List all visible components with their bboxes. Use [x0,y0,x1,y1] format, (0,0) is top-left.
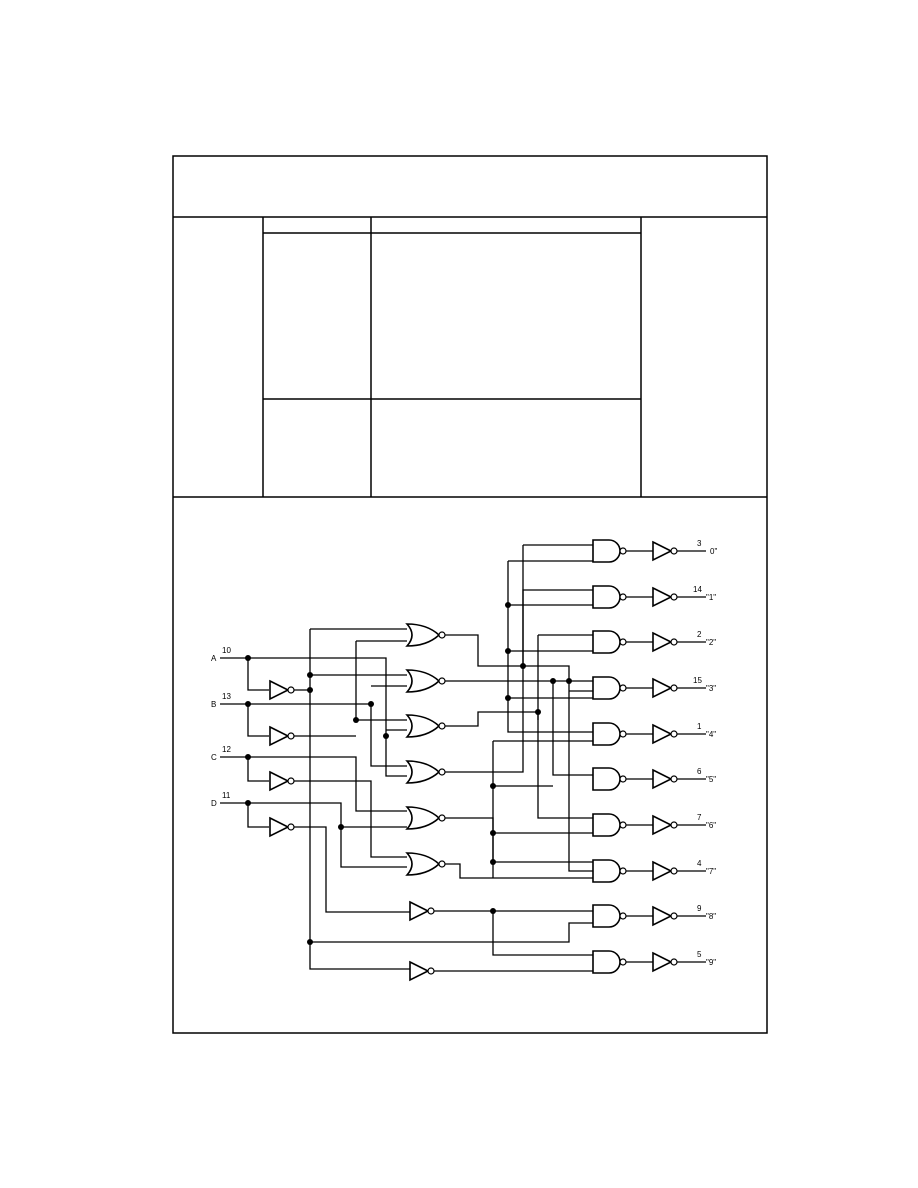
output-inverter-4-icon [652,724,678,744]
nand-gate-7-icon [592,859,627,883]
nand-gate-4-icon [592,722,627,746]
output-3-pin: 15 [693,676,702,685]
output-inverter-7-icon [652,861,678,881]
nand-gate-5-icon [592,767,627,791]
output-inverter-8-icon [652,906,678,926]
output-inverter-6-icon [652,815,678,835]
input-a-letter: A [211,654,217,663]
input-labels: A 10 B 13 C 12 D 11 [211,646,231,808]
nand-gate-0-icon [592,539,627,563]
nor-gate-3-icon [406,714,446,738]
junction-dots [245,602,572,945]
inverter-d-icon [269,817,295,837]
output-2-label: "2" [706,638,716,647]
inverter-a-icon [269,680,295,700]
output-5-pin: 6 [697,767,702,776]
inverter-c-icon [269,771,295,791]
output-7-pin: 4 [697,859,702,868]
nor-gate-1-icon [406,623,446,647]
output-9-pin: 5 [697,950,702,959]
nor-gates [406,623,446,876]
wiring [220,544,593,972]
nor-gate-4-icon [406,760,446,784]
output-7-label: "7" [706,867,716,876]
output-4-label: "4" [706,730,716,739]
output-inverters [626,541,706,972]
input-a-pin: 10 [222,646,231,655]
lower-inverters [409,901,435,981]
output-2-pin: 2 [697,630,702,639]
output-inverter-5-icon [652,769,678,789]
output-inverter-1-icon [652,587,678,607]
input-d-letter: D [211,799,217,808]
output-8-label: "8" [706,912,716,921]
nor-gate-2-icon [406,669,446,693]
output-inverter-0-icon [652,541,678,561]
nand-gate-2-icon [592,630,627,654]
output-labels: 3 0" 14 "1" 2 "2" 15 "3" 1 "4" 6 "5" 7 "… [693,539,717,967]
nand-gate-8-icon [592,904,627,928]
output-6-pin: 7 [697,813,702,822]
output-9-label: "9" [706,958,716,967]
input-c-letter: C [211,753,217,762]
output-1-label: "1" [706,593,716,602]
input-b-pin: 13 [222,692,231,701]
output-inverter-3-icon [652,678,678,698]
output-8-pin: 9 [697,904,702,913]
nand-gate-9-icon [592,950,627,974]
nand-gates [592,539,627,974]
nor-gate-6-icon [406,852,446,876]
input-c-pin: 12 [222,745,231,754]
nand-gate-6-icon [592,813,627,837]
output-3-label: "3" [706,684,716,693]
input-d-pin: 11 [222,791,231,800]
output-1-pin: 14 [693,585,702,594]
output-inverter-9-icon [652,952,678,972]
inverter-9-icon [409,961,435,981]
output-5-label: "5" [706,775,716,784]
page-frame [172,155,768,1034]
output-0-label: 0" [710,547,717,556]
output-6-label: "6" [706,821,716,830]
input-b-letter: B [211,700,216,709]
output-inverter-2-icon [652,632,678,652]
output-0-pin: 3 [697,539,702,548]
inverter-b-icon [269,726,295,746]
inverter-8-icon [409,901,435,921]
output-4-pin: 1 [697,722,702,731]
nand-gate-3-icon [592,676,627,700]
nand-gate-1-icon [592,585,627,609]
nor-gate-5-icon [406,806,446,830]
